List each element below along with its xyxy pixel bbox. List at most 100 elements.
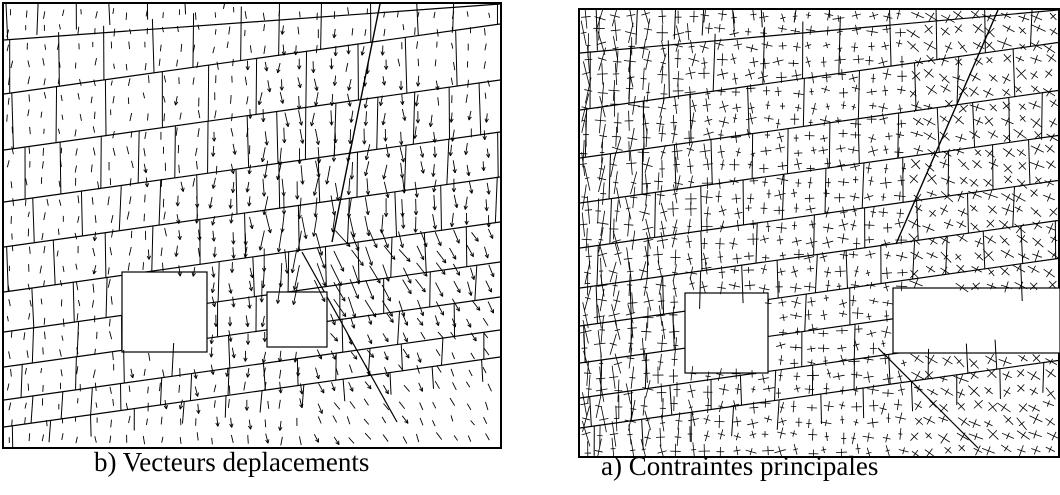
stress-cross	[926, 252, 938, 259]
stress-cross	[794, 149, 803, 157]
displacement-arrow	[247, 164, 252, 175]
stress-cross	[729, 237, 738, 250]
stress-cross	[656, 383, 667, 402]
displacement-arrow	[417, 299, 425, 317]
stress-cross	[895, 412, 906, 424]
displacement-arrow	[364, 299, 377, 318]
stress-cross	[789, 344, 802, 351]
displacement-arrow	[97, 181, 100, 190]
displacement-arrow	[76, 313, 79, 321]
block-joint	[673, 144, 677, 190]
block-joint	[171, 342, 175, 376]
displacement-arrow	[415, 433, 420, 443]
stress-cross	[928, 399, 937, 408]
stress-cross	[823, 294, 829, 302]
stress-cross	[735, 147, 741, 157]
stress-cross	[778, 298, 787, 307]
block-joint	[397, 311, 400, 345]
stress-cross	[897, 85, 906, 94]
stress-cross	[940, 27, 950, 36]
stress-cross	[644, 410, 651, 430]
stress-cross	[940, 191, 954, 203]
stress-cross	[974, 252, 984, 261]
stress-cross	[626, 141, 632, 161]
displacement-arrow	[79, 113, 82, 121]
stress-cross	[956, 432, 969, 441]
stress-cross	[1000, 12, 1011, 19]
displacement-arrow	[348, 364, 353, 373]
stress-cross	[869, 297, 879, 305]
block-joint	[774, 370, 777, 401]
stress-cross	[898, 447, 909, 455]
displacement-arrow	[420, 161, 425, 174]
displacement-arrow	[249, 45, 252, 53]
stress-cross	[670, 443, 681, 458]
stress-cross	[780, 13, 786, 23]
stress-cross	[793, 249, 805, 260]
displacement-arrow	[314, 92, 319, 106]
stress-cross	[657, 65, 668, 84]
displacement-arrow	[485, 280, 492, 293]
stress-cross	[806, 419, 812, 429]
block-joint	[296, 358, 299, 386]
bedding-line	[579, 219, 1059, 289]
stress-cross	[671, 229, 678, 248]
displacement-arrow	[382, 434, 389, 442]
block-joint	[440, 185, 442, 231]
stress-cross	[838, 310, 848, 317]
block-joint	[481, 359, 484, 382]
stress-cross	[701, 219, 713, 234]
displacement-arrow	[346, 416, 351, 425]
displacement-arrow	[129, 178, 132, 187]
stress-cross	[1034, 176, 1042, 185]
stress-cross	[625, 22, 637, 43]
displacement-arrow	[228, 330, 233, 342]
stress-cross	[885, 132, 893, 140]
stress-cross	[821, 85, 830, 94]
stress-cross	[609, 421, 619, 447]
displacement-arrow	[110, 296, 113, 305]
stress-cross	[1003, 163, 1013, 174]
stress-cross	[807, 345, 816, 352]
displacement-arrow	[180, 43, 183, 52]
stress-cross	[1030, 71, 1039, 80]
displacement-arrow	[77, 216, 80, 223]
stress-cross	[1046, 223, 1056, 234]
displacement-arrow	[415, 279, 426, 293]
stress-cross	[641, 322, 652, 341]
block-joint	[59, 141, 62, 194]
stress-cross	[673, 337, 679, 354]
displacement-arrow	[264, 131, 269, 146]
displacement-arrow	[349, 216, 356, 238]
displacement-arrow	[333, 250, 345, 272]
displacement-arrow	[449, 247, 457, 260]
stress-cross	[839, 250, 848, 260]
bedding-line	[579, 89, 1059, 159]
stress-cross	[585, 271, 591, 296]
stress-cross	[896, 119, 906, 128]
stress-cross	[1029, 160, 1045, 170]
stress-cross	[820, 419, 832, 426]
stress-cross	[1017, 253, 1030, 260]
block-joint	[914, 62, 917, 111]
stress-cross	[764, 131, 771, 139]
displacement-arrow	[94, 215, 97, 223]
stress-cross	[582, 302, 589, 329]
stress-cross	[880, 239, 891, 248]
displacement-arrow	[248, 108, 253, 119]
displacement-arrow	[413, 198, 419, 216]
displacement-arrow	[247, 296, 252, 309]
block-joint	[1029, 9, 1033, 47]
stress-cross	[758, 374, 769, 384]
stress-cross	[705, 371, 711, 382]
block-joint	[158, 179, 162, 225]
displacement-arrow	[213, 400, 216, 408]
stress-cross	[869, 342, 877, 355]
displacement-arrow	[77, 26, 80, 35]
stress-cross	[761, 41, 773, 49]
stress-cross	[729, 177, 739, 186]
stress-cross	[1043, 44, 1056, 54]
stress-cross	[581, 184, 588, 210]
stress-cross	[641, 173, 651, 194]
stress-cross	[955, 282, 969, 293]
